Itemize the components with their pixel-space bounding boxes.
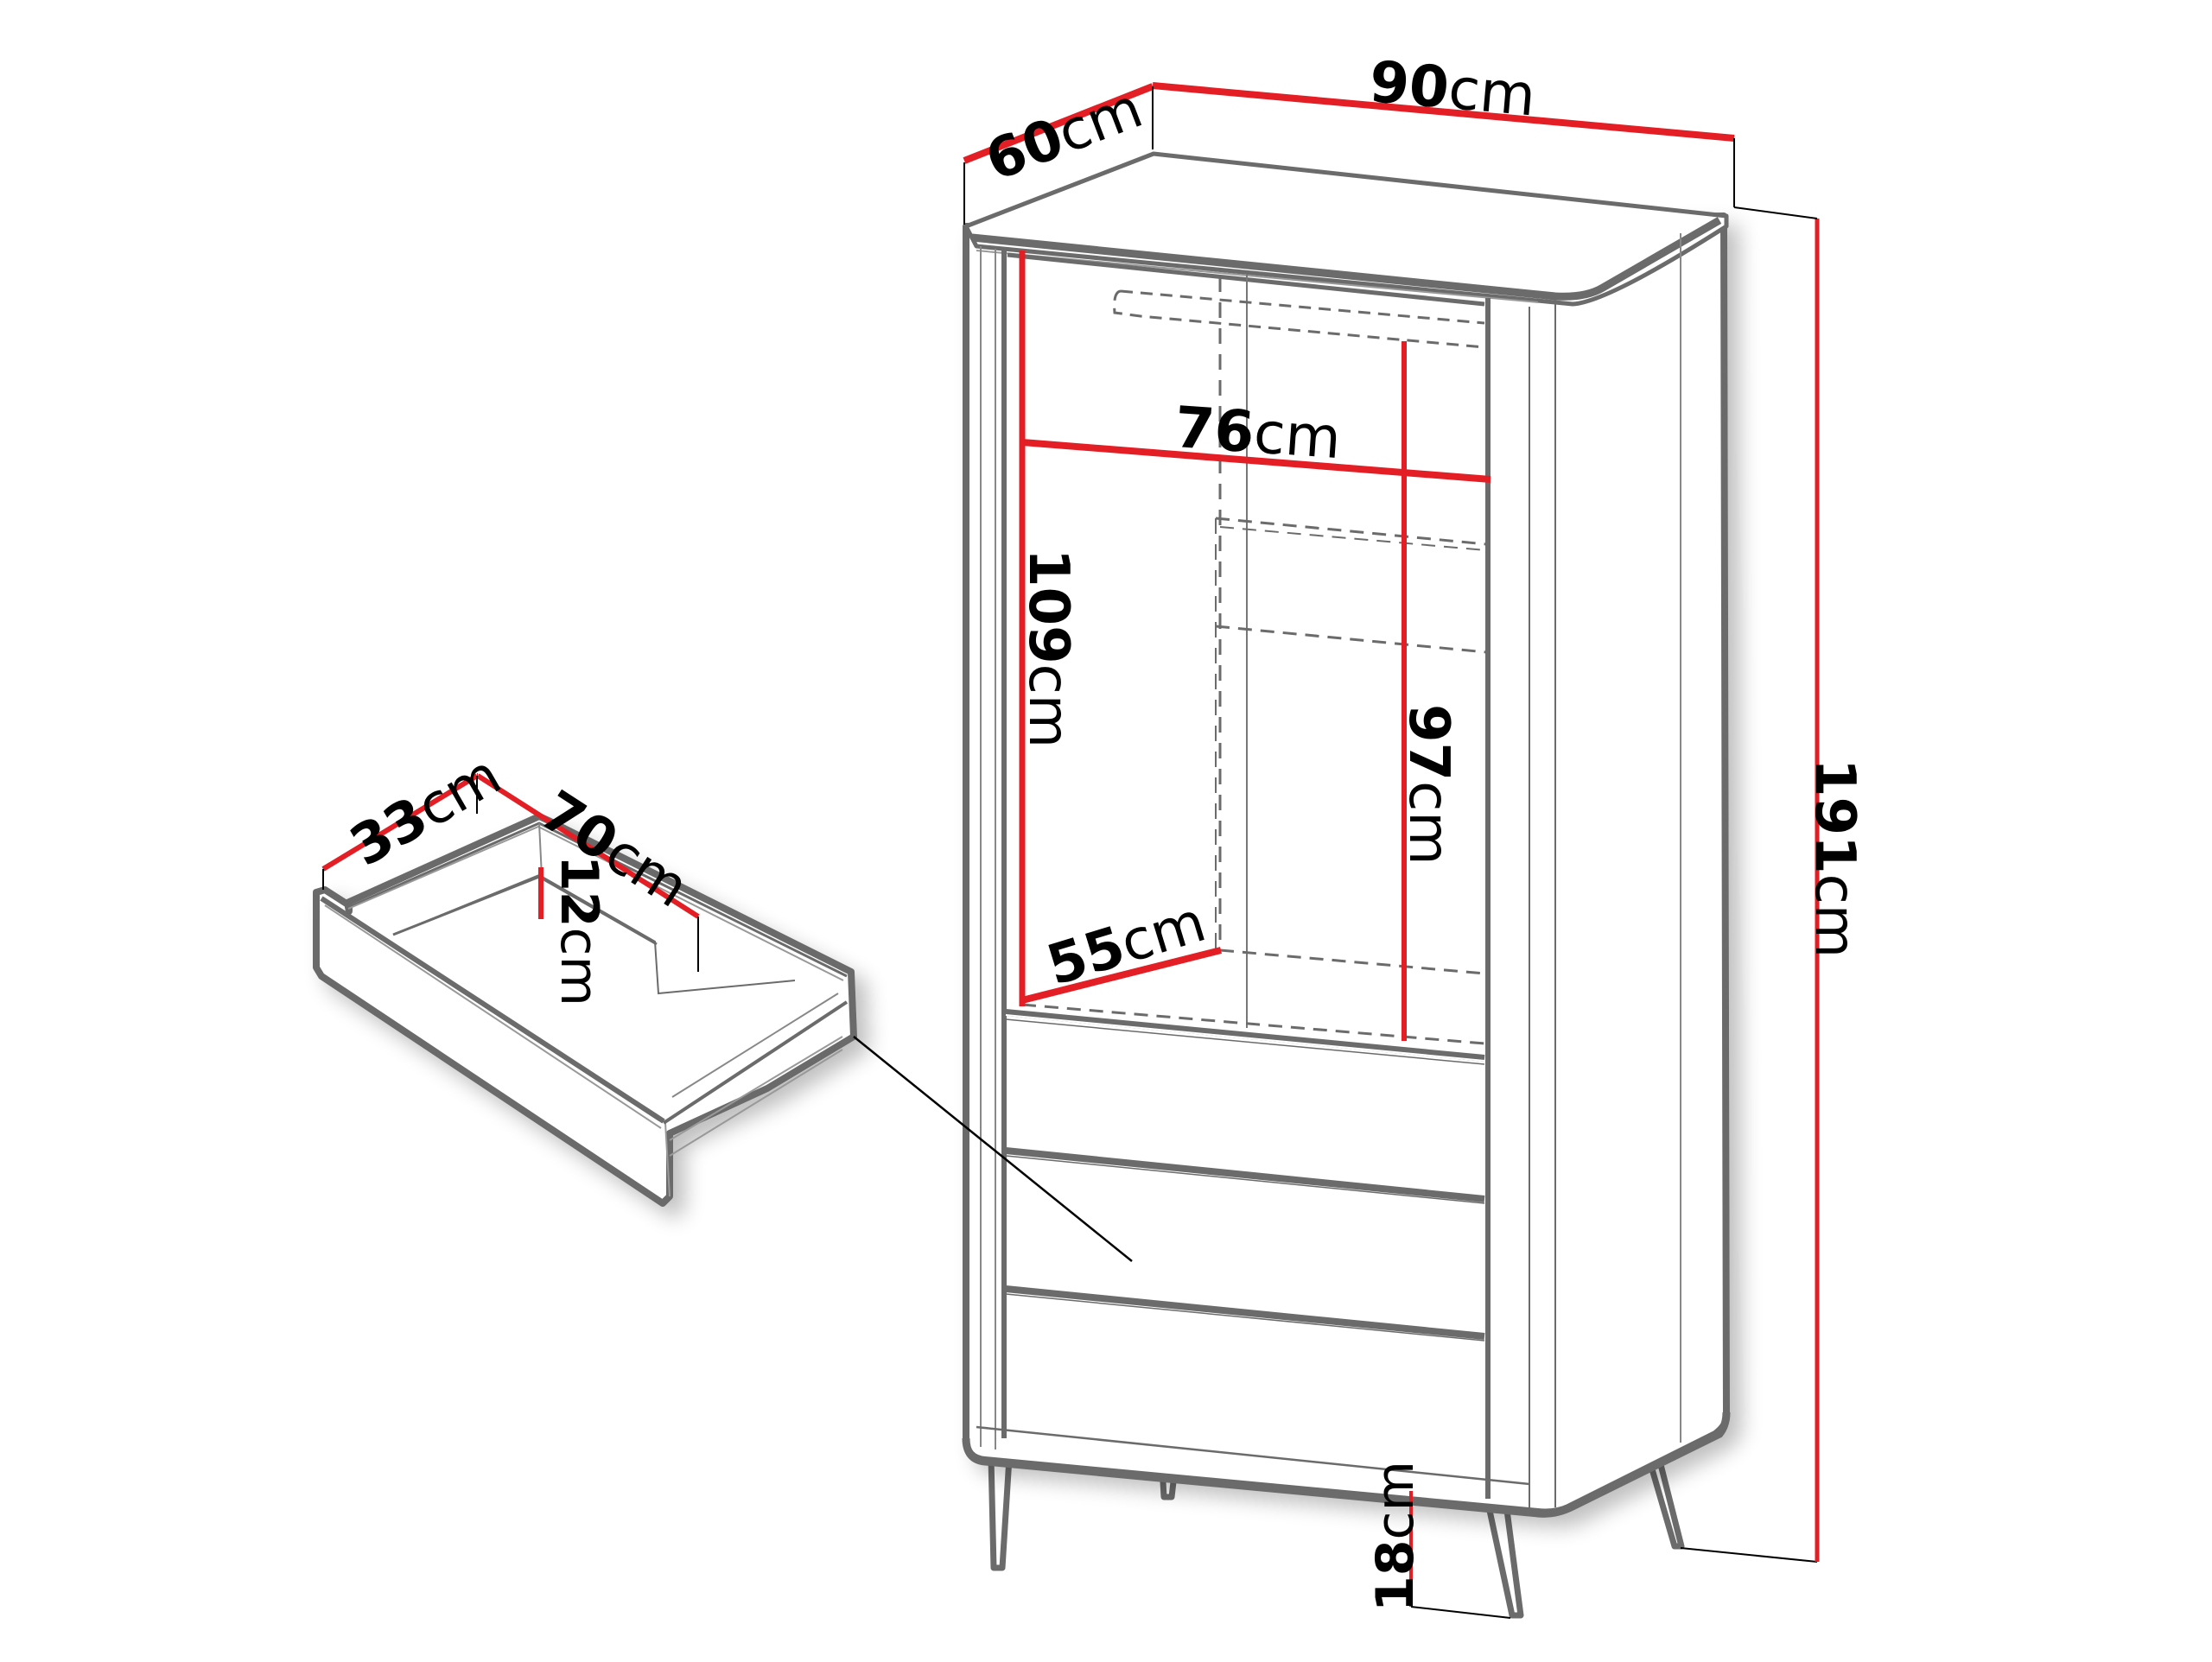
- hanging-rail: [1113, 289, 1485, 349]
- drawers: [976, 1009, 1530, 1486]
- label-width-unit: cm: [1446, 55, 1539, 130]
- shelf: [1215, 517, 1487, 546]
- dim-line-width: [1152, 82, 1735, 142]
- label-width: 90cm: [1367, 48, 1538, 129]
- label-drawer-height-value: 12: [549, 855, 609, 928]
- label-inner-width-value: 76: [1173, 394, 1257, 466]
- label-inner-height: 109cm: [1016, 549, 1080, 748]
- cabinet-body: [963, 213, 1730, 1516]
- label-leg-height: 18cm: [1365, 1461, 1426, 1612]
- wardrobe: [962, 151, 1731, 1619]
- label-rail-height-unit: cm: [1396, 781, 1460, 866]
- cabinet-top: [963, 151, 1729, 307]
- label-rail-height: 97cm: [1396, 704, 1460, 866]
- leader-line: [853, 1036, 1133, 1262]
- drawer-divider-1: [1005, 1009, 1485, 1062]
- dim-line-inner-depth: [1021, 947, 1222, 1004]
- label-height: 191cm: [1802, 758, 1866, 958]
- leg-front-left: [988, 1455, 1013, 1571]
- label-height-value: 191: [1802, 758, 1866, 874]
- extension-lines: [322, 86, 1818, 1619]
- label-width-value: 90: [1366, 48, 1452, 122]
- drawer-detail: [313, 813, 1133, 1262]
- label-leg-height-unit: cm: [1365, 1461, 1426, 1540]
- label-inner-height-value: 109: [1016, 549, 1080, 664]
- dim-line-depth: [963, 83, 1154, 164]
- label-inner-width: 76cm: [1173, 394, 1343, 472]
- drawer-divider-2: [1005, 1147, 1485, 1202]
- label-inner-height-unit: cm: [1016, 663, 1080, 749]
- cabinet-bottom-inner: [976, 1425, 1530, 1486]
- label-drawer-height: 12cm: [549, 855, 609, 1006]
- label-rail-height-value: 97: [1396, 704, 1460, 782]
- label-drawer-height-unit: cm: [549, 927, 609, 1006]
- label-height-unit: cm: [1802, 873, 1866, 959]
- dimension-lines: [321, 82, 1820, 1607]
- label-leg-height-value: 18: [1365, 1539, 1426, 1613]
- drawer-divider-3: [1005, 1285, 1485, 1340]
- dim-line-drawer-width: [321, 773, 479, 872]
- dim-line-inner-width: [1021, 439, 1491, 483]
- dim-line-drawer-depth: [476, 773, 700, 919]
- label-inner-width-unit: cm: [1251, 399, 1344, 473]
